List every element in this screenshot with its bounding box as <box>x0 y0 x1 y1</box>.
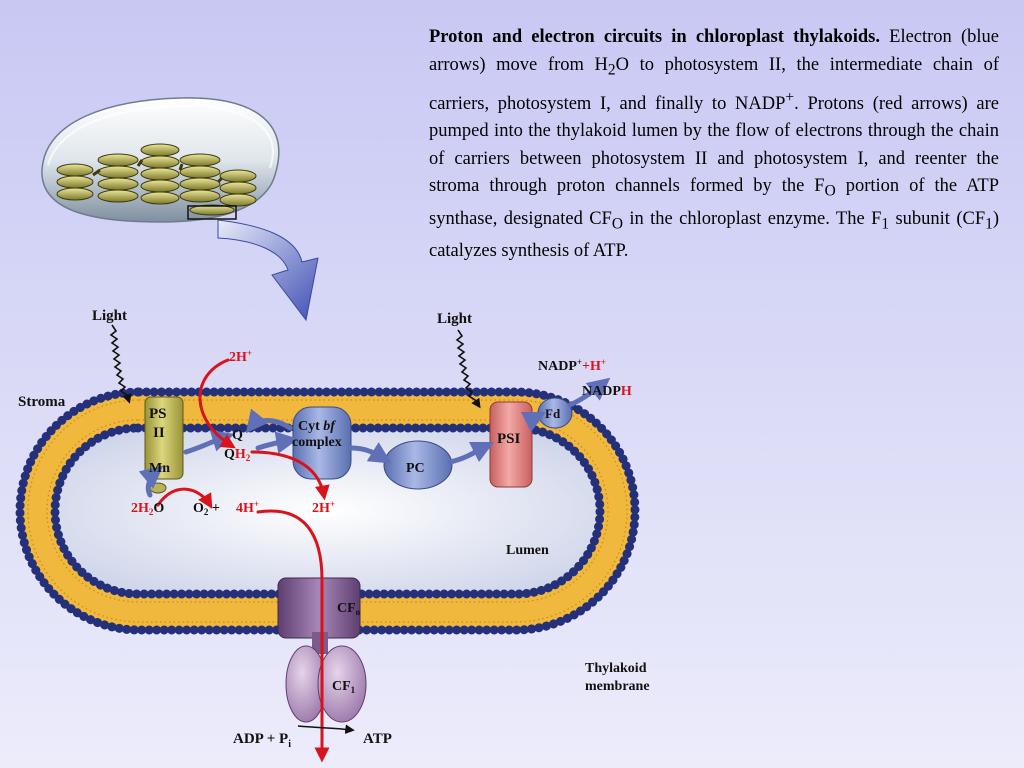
nadp-text: NADP <box>538 359 577 374</box>
cytbf-bf: bf <box>323 419 336 434</box>
chloroplast-illustration <box>41 97 280 223</box>
label-lumen: Lumen <box>506 543 549 558</box>
2h2o-o: O <box>153 501 164 516</box>
label-atp: ATP <box>363 731 392 747</box>
qh2-q: Q <box>224 447 235 462</box>
caption-sub-6: 1 <box>985 215 993 233</box>
label-cytbf-complex: complex <box>292 435 342 450</box>
o2-sub: 2 <box>204 507 209 517</box>
nadph-h: H <box>621 384 632 399</box>
nadp-plus: + <box>582 359 590 374</box>
psii-complex <box>144 396 184 494</box>
adp-atp-arrow <box>297 724 355 734</box>
label-o2: O2 + <box>193 501 220 517</box>
label-mn: Mn <box>149 461 170 476</box>
o2-o: O <box>193 501 204 516</box>
nadph-text: NADP <box>582 384 621 399</box>
label-light-right: Light <box>437 311 472 327</box>
label-psii-ps: PS <box>149 406 167 422</box>
proton-flow-arrows <box>156 358 330 763</box>
label-pc: PC <box>406 461 425 476</box>
label-adp-pi: ADP + Pi <box>233 731 291 750</box>
2h2o-2h: 2H <box>131 501 149 516</box>
caption-sub-1: 2 <box>607 61 616 79</box>
label-nadph: NADPH <box>582 384 632 399</box>
label-2h-stroma: 2H+ <box>229 348 252 365</box>
adp-pi-sub: i <box>288 739 291 750</box>
2h-lumen-sup: + <box>330 499 335 509</box>
label-2h2o: 2H2O <box>131 501 164 517</box>
nadp-h-sup: + <box>601 357 606 367</box>
light-arrow-right <box>455 329 481 409</box>
electron-arrow-pc-psi <box>447 441 495 465</box>
pc-protein <box>383 440 453 490</box>
label-psii-ii: II <box>153 425 165 441</box>
cfo-cf: CF <box>337 601 356 616</box>
label-cfo: CFo <box>337 601 361 617</box>
caption-sub-5: 1 <box>881 215 890 233</box>
caption-title: Proton and electron circuits in chloropl… <box>429 27 880 47</box>
figure-caption: Proton and electron circuits in chloropl… <box>429 24 999 265</box>
light-arrow-left <box>109 324 132 404</box>
electron-arrow-cyt-pc <box>349 442 392 464</box>
cf1-complex <box>285 632 367 723</box>
label-membrane: membrane <box>585 679 650 694</box>
qh2-h: H <box>235 447 246 462</box>
2h-stroma-sup: + <box>247 348 252 358</box>
cf1-cf: CF <box>332 679 351 694</box>
nadp-sup: + <box>577 357 582 367</box>
label-cytbf: Cyt bf <box>298 419 336 434</box>
2h-lumen-text: 2H <box>312 501 330 516</box>
label-cf1: CF1 <box>332 679 356 695</box>
caption-text-4: portion of the ATP synthase, designated … <box>429 176 999 229</box>
caption-text-5: in the chloroplast enzyme. The F <box>623 208 882 229</box>
label-fd: Fd <box>545 406 561 421</box>
o2-plus: + <box>208 501 220 516</box>
qh2-sub: 2 <box>246 453 251 463</box>
adp-pi-text: ADP + P <box>233 731 288 747</box>
label-stroma: Stroma <box>18 394 66 410</box>
zoom-arrow <box>217 219 319 322</box>
caption-sub-3: O <box>824 183 836 201</box>
electron-arrow-qh2-cyt <box>255 431 299 454</box>
caption-text-6: subunit (CF <box>889 208 986 229</box>
4h-text: 4H <box>236 501 254 516</box>
caption-text-2: O to photosystem II, the intermediate ch… <box>429 54 999 114</box>
cfo-sub: o <box>356 607 361 617</box>
label-qh2: QH2 <box>224 447 251 463</box>
electron-arrow-psi-fd <box>520 411 547 433</box>
nadp-h: H <box>590 359 601 374</box>
caption-sup-2: + <box>785 88 795 106</box>
2h-stroma-text: 2H <box>229 350 247 365</box>
proton-arrow-water <box>156 487 213 509</box>
2h2o-sub: 2 <box>149 507 154 517</box>
4h-sup: + <box>254 499 259 509</box>
label-q: Q <box>232 428 243 443</box>
caption-sub-4: O <box>611 215 623 233</box>
electron-arrow-q-cycle <box>245 408 293 434</box>
cf1-sub: 1 <box>351 685 356 695</box>
proton-arrow-stroma-q <box>198 358 236 449</box>
proton-arrow-qh2-lumen <box>250 450 330 501</box>
electron-arrow-fd-nadph <box>567 377 611 408</box>
proton-arrow-atp-synthase <box>256 509 330 763</box>
label-nadp-h: NADP++H+ <box>538 357 606 374</box>
caption-text-1: Electron (blue arrows) move from H <box>429 27 999 75</box>
label-2h-lumen: 2H+ <box>312 499 335 516</box>
caption-text-3: . Protons (red arrows) are pumped into t… <box>429 93 999 197</box>
electron-arrow-h2o-psii <box>138 465 164 498</box>
caption-text-7: ) catalyzes synthesis of ATP. <box>429 208 999 261</box>
label-psi: PSI <box>497 431 521 447</box>
cytbf-cyt: Cyt <box>298 419 323 434</box>
label-thylakoid: Thylakoid <box>585 661 647 676</box>
label-light-left: Light <box>92 308 127 324</box>
label-4h: 4H+ <box>236 499 259 516</box>
